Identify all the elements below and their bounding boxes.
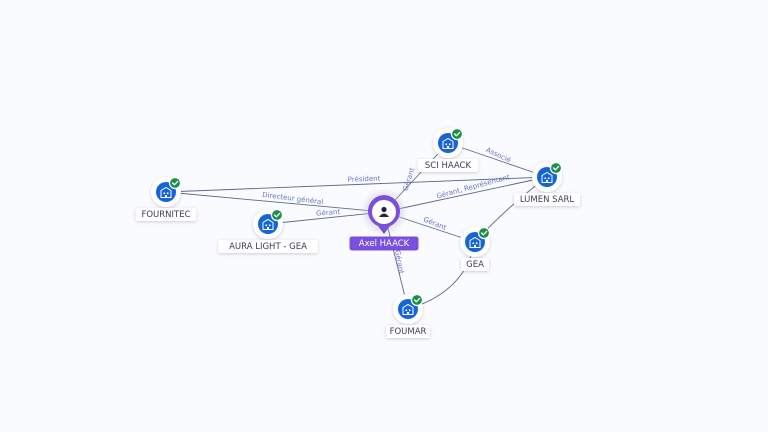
company-name: LUMEN SARL — [520, 195, 575, 205]
verified-check-icon — [477, 226, 491, 240]
verified-check-icon — [450, 127, 464, 141]
company-label-bg — [417, 159, 479, 172]
edge-label-person-aura: Gérant — [316, 208, 341, 218]
company-label-bg — [461, 258, 489, 271]
building-icon — [402, 303, 414, 315]
edge-label-lumen-fournitec: Président — [348, 175, 381, 184]
person-icon — [379, 206, 389, 217]
person-name: Axel HAACK — [359, 239, 410, 249]
edge-person-lumen — [383, 176, 548, 213]
edge-label-lumen-sci: Associé — [485, 146, 512, 164]
company-node-gea[interactable]: GEA — [460, 226, 491, 271]
verified-check-icon — [270, 208, 284, 222]
company-label-bg — [135, 208, 197, 221]
company-label-bg — [514, 193, 580, 206]
company-node-foumar[interactable]: FOUMAR — [386, 293, 430, 338]
building-icon — [160, 186, 172, 198]
building-icon — [469, 236, 481, 248]
company-node-fournitec[interactable]: FOURNITEC — [135, 176, 197, 221]
building-icon — [442, 137, 454, 149]
edge-lumen-fournitec — [165, 176, 548, 193]
building-icon — [262, 218, 274, 230]
edge-label-person-gea: Gérant — [422, 215, 448, 232]
company-label-bg — [386, 325, 430, 338]
verified-check-icon — [168, 176, 182, 190]
person-node[interactable]: Axel HAACK — [349, 188, 419, 251]
company-name: SCI HAACK — [425, 161, 472, 171]
verified-check-icon — [549, 161, 563, 175]
edge-lumen-sci — [447, 142, 548, 178]
company-node-sci[interactable]: SCI HAACK — [417, 127, 479, 172]
company-name: FOURNITEC — [141, 210, 190, 220]
company-name: FOUMAR — [390, 327, 427, 337]
company-node-lumen[interactable]: LUMEN SARL — [514, 161, 580, 206]
company-name: AURA LIGHT - GEA — [229, 242, 307, 252]
company-label-bg — [218, 240, 318, 253]
edge-label-person-foumar: Gérant — [393, 249, 405, 274]
edge-person-fournitec — [165, 191, 385, 213]
building-icon — [541, 171, 553, 183]
company-name: GEA — [466, 260, 484, 270]
verified-check-icon — [410, 293, 424, 307]
person-label-bg — [349, 236, 419, 251]
company-node-aura[interactable]: AURA LIGHT - GEA — [218, 208, 318, 253]
